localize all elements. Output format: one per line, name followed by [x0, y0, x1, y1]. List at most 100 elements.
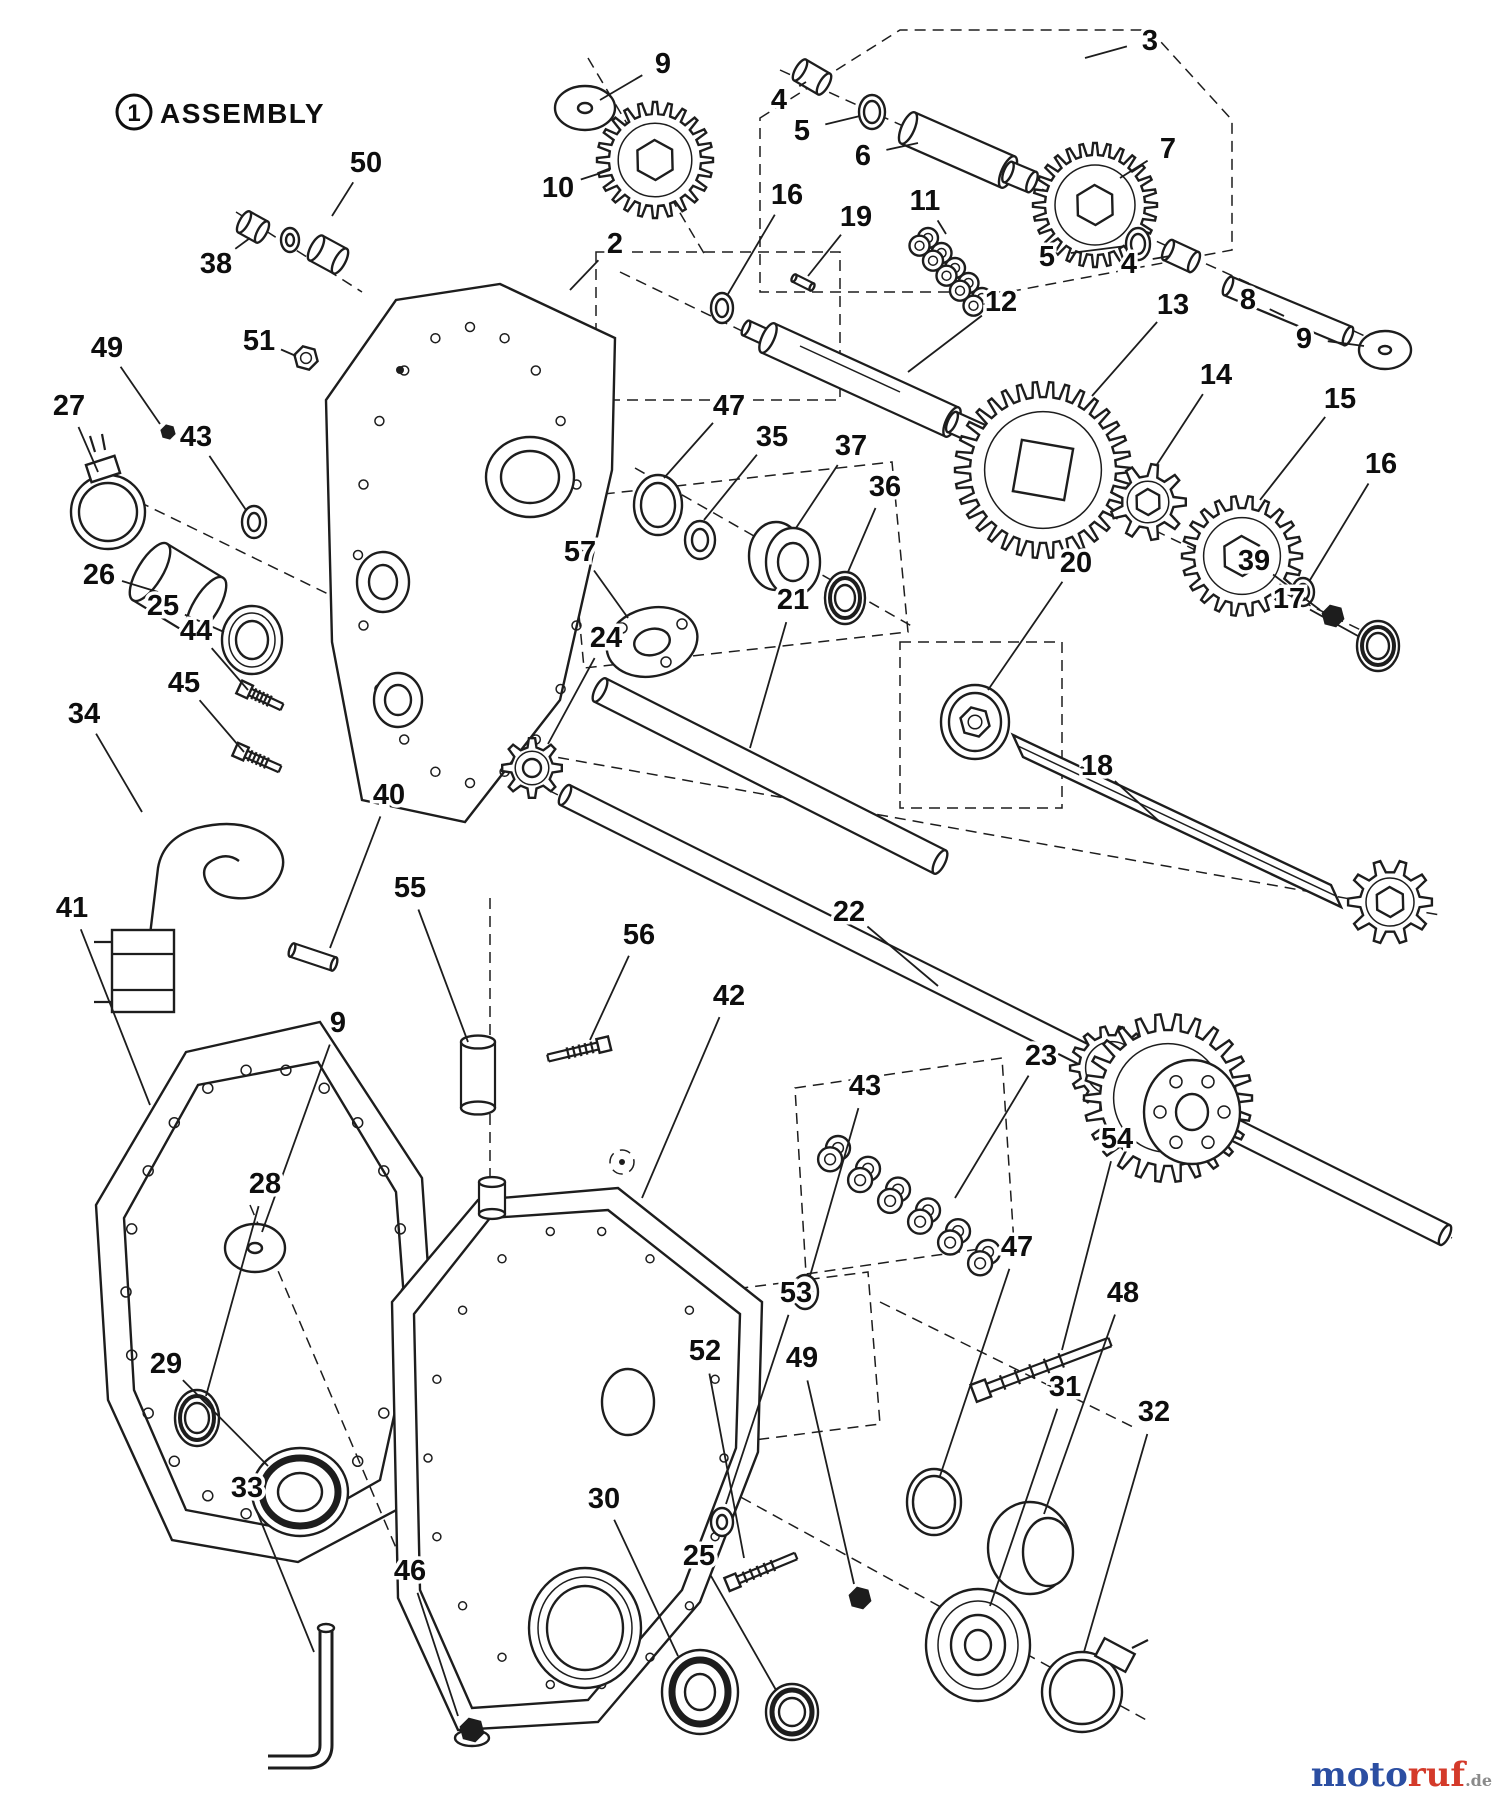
part-27-clamp: [69, 433, 147, 551]
svg-text:6: 6: [855, 140, 871, 172]
part-label-44: 44: [176, 612, 249, 691]
part-4-spacer-a: [791, 58, 833, 96]
part-10-gear: [595, 100, 715, 220]
part-26-bushing: [128, 541, 228, 637]
part-39-locknut: [1321, 604, 1345, 628]
part-5-ring-b: [1124, 226, 1152, 262]
part-35-ring: [683, 519, 717, 561]
part-24-sprocket: [501, 737, 563, 799]
part-label-57: 57: [560, 533, 629, 619]
part-54-bolt: [968, 1336, 1113, 1404]
watermark-suffix: .de: [1465, 1771, 1492, 1790]
svg-text:38: 38: [200, 248, 232, 280]
part-46-nut: [453, 1717, 491, 1748]
part-label-12: 12: [907, 283, 1021, 373]
svg-text:40: 40: [373, 779, 405, 811]
part-49-setscrew-top: [160, 424, 176, 440]
svg-text:13: 13: [1157, 289, 1189, 321]
svg-text:46: 46: [394, 1555, 426, 1587]
svg-text:27: 27: [53, 390, 85, 422]
part-9-washer-c: [223, 1222, 287, 1274]
part-37-collar: [747, 520, 822, 598]
part-6-spline-shaft-end: [1001, 160, 1039, 194]
part-label-39: 39: [1234, 542, 1321, 611]
part-43-ring-b: [790, 1273, 820, 1311]
svg-text:49: 49: [786, 1342, 818, 1374]
part-label-37: 37: [795, 427, 871, 529]
part-15-gear: [1180, 494, 1304, 618]
part-label-55: 55: [390, 869, 469, 1043]
watermark-blue: moto: [1311, 1755, 1408, 1795]
svg-text:4: 4: [1121, 248, 1137, 280]
part-label-16: 16: [1309, 445, 1401, 581]
svg-text:53: 53: [780, 1277, 812, 1309]
part-33-pipe: [268, 1622, 336, 1770]
part-label-5: 5: [1035, 238, 1127, 277]
svg-text:39: 39: [1238, 545, 1270, 577]
part-label-47: 47: [939, 1228, 1037, 1477]
part-40-pin: [287, 942, 339, 972]
svg-text:9: 9: [330, 1007, 346, 1039]
part-25-bearing-a: [220, 604, 284, 676]
part-label-47: 47: [663, 387, 749, 479]
part-label-45: 45: [164, 664, 245, 753]
svg-text:21: 21: [777, 584, 809, 616]
svg-text:50: 50: [350, 147, 382, 179]
part-25-washer-b: [764, 1682, 820, 1742]
svg-text:2: 2: [607, 228, 623, 260]
part-57-retainer-plate: [605, 605, 699, 679]
part-48-cap: [986, 1500, 1075, 1596]
svg-text:14: 14: [1200, 359, 1232, 391]
part-19-pin: [790, 273, 816, 292]
part-label-27: 27: [49, 387, 99, 473]
part-17-bearing: [1355, 619, 1401, 673]
svg-text:26: 26: [83, 559, 115, 591]
assembly-badge: 1: [127, 100, 140, 127]
part-label-34: 34: [64, 695, 143, 813]
part-56-screw: [546, 1034, 613, 1063]
part-14-sprocket: [1109, 462, 1187, 542]
part-label-23: 23: [954, 1037, 1061, 1199]
part-51-nut: [293, 345, 319, 371]
part-label-17: 17: [1269, 580, 1359, 637]
part-23-chain: [816, 1134, 1002, 1277]
svg-text:28: 28: [249, 1168, 281, 1200]
part-53-washer: [709, 1506, 735, 1538]
part-31-pulley: [924, 1587, 1032, 1703]
watermark: motoruf.de: [1311, 1755, 1492, 1795]
part-label-38: 38: [196, 237, 251, 284]
svg-text:48: 48: [1107, 1277, 1139, 1309]
part-9-washer-right: [1357, 329, 1413, 371]
svg-text:10: 10: [542, 172, 574, 204]
svg-text:37: 37: [835, 430, 867, 462]
part-28-bearing: [173, 1388, 221, 1448]
svg-text:4: 4: [771, 84, 787, 116]
part-label-26: 26: [79, 556, 159, 595]
part-50-bushing: [306, 234, 350, 275]
assembly-title-text: ASSEMBLY: [160, 98, 325, 129]
part-18-hex-shaft: [1010, 732, 1434, 945]
part-label-30: 30: [584, 1480, 679, 1657]
svg-text:7: 7: [1160, 133, 1176, 165]
svg-text:9: 9: [1296, 323, 1312, 355]
svg-text:33: 33: [231, 1472, 263, 1504]
part-label-29: 29: [146, 1345, 269, 1467]
part-label-22: 22: [829, 893, 939, 987]
svg-text:31: 31: [1049, 1371, 1081, 1403]
part-8-shaft: [1221, 275, 1355, 347]
svg-text:30: 30: [588, 1483, 620, 1515]
part-label-14: 14: [1155, 356, 1236, 467]
part-label-33: 33: [227, 1469, 315, 1653]
svg-text:11: 11: [910, 185, 941, 217]
part-label-4: 4: [767, 81, 807, 120]
part-label-52: 52: [685, 1332, 745, 1559]
part-label-9: 9: [599, 45, 675, 101]
part-label-9: 9: [1292, 320, 1365, 359]
part-label-19: 19: [807, 198, 876, 277]
part-label-5: 5: [790, 112, 861, 151]
svg-text:52: 52: [689, 1335, 721, 1367]
part-49-nut-b: [848, 1586, 872, 1610]
part-30-bearing: [660, 1648, 740, 1736]
